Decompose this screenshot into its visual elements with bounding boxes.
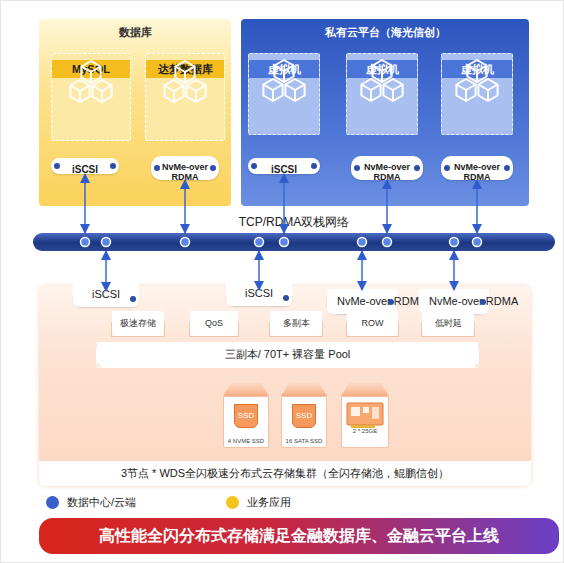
vm-box: 虚拟机: [248, 53, 320, 135]
node-text: 数据库: [39, 25, 231, 40]
port-pill: NvMe-over RDMA: [151, 156, 219, 180]
port-pill: iSCSI: [73, 291, 139, 307]
node-text: 私有云平台（海光信创）: [241, 25, 529, 40]
port-pill: iSCSI: [226, 290, 292, 306]
vm-box: 虚拟机: [346, 53, 418, 135]
feature-tag: 极速存储: [111, 322, 165, 337]
node-text: 高性能全闪分布式存储满足金融数据库、金融云平台上线: [99, 526, 499, 547]
legend-swatch: [226, 496, 239, 509]
node-text: 2 * 25GE: [342, 419, 388, 444]
node-text: iSCSI: [248, 164, 320, 175]
banner: 高性能全闪分布式存储满足金融数据库、金融云平台上线: [39, 518, 559, 554]
node-text: 多副本: [270, 311, 322, 336]
feature-tag: QoS: [189, 322, 239, 337]
node-text: NvMe-over RDMA: [351, 162, 423, 182]
pool-bar: 三副本/ 70T+ 裸容量 Pool: [96, 347, 479, 368]
node-text: 低时延: [422, 311, 474, 336]
legend-item: 数据中心/云端: [46, 495, 136, 510]
port-pill: iSCSI: [51, 158, 119, 174]
node-text: iSCSI: [51, 164, 119, 175]
node-text: 4 NVME SSD: [224, 438, 268, 444]
node-text: NvMe-over RDMA: [441, 162, 513, 182]
node-text: SSD: [234, 404, 258, 428]
connector-line: [361, 251, 363, 290]
node-text: 三副本/ 70T+ 裸容量 Pool: [97, 342, 478, 367]
feature-tag: 多副本: [269, 322, 323, 337]
network-bus: TCP/RDMA双栈网络: [33, 233, 555, 251]
group-panel: 数据库 MySQL 达梦数据库 iSCSI NvMe-over RDMA: [39, 19, 231, 206]
legend-item: 业务应用: [226, 495, 291, 510]
ssd-icon: SSD 4 NVME SSD: [223, 396, 269, 448]
port-pill: NvMe-over RDMA: [351, 156, 423, 180]
node-text: iSCSI: [73, 282, 139, 307]
node-text: ROW: [347, 311, 398, 336]
node-text: MySQL: [52, 60, 130, 78]
ssd-icon: SSD 16 SATA SSD: [281, 396, 327, 448]
node-text: 虚拟机: [347, 60, 417, 78]
node-text: iSCSI: [226, 281, 292, 306]
legend-text: 业务应用: [247, 495, 291, 510]
feature-tag: ROW: [346, 322, 399, 337]
feature-tag: 低时延: [421, 322, 475, 337]
app-box: 达梦数据库: [145, 53, 225, 141]
connector-line: [453, 251, 455, 290]
app-box: MySQL: [51, 53, 131, 141]
node-text: 3节点 * WDS全闪极速分布式云存储集群（全闪存储池，鲲鹏信创）: [39, 461, 531, 486]
node-text: 16 SATA SSD: [282, 438, 326, 444]
vm-box: 虚拟机: [441, 53, 513, 135]
node-text: 虚拟机: [442, 60, 512, 78]
node-text: 极速存储: [112, 311, 164, 336]
legend-swatch: [46, 496, 59, 509]
node-text: 虚拟机: [249, 60, 319, 78]
legend-text: 数据中心/云端: [67, 495, 136, 510]
node-text: 达梦数据库: [146, 60, 224, 78]
port-pill: iSCSI: [248, 158, 320, 174]
storage-cluster: 3节点 * WDS全闪极速分布式云存储集群（全闪存储池，鲲鹏信创） iSCSI iS…: [39, 286, 531, 486]
node-text: NvMe-over RDMA: [151, 162, 219, 182]
nic-icon: 2 * 25GE: [341, 396, 389, 448]
group-panel: 私有云平台（海光信创） 虚拟机 虚拟机 虚拟机 iSCSI NvMe-over RDMA N…: [241, 19, 529, 206]
node-text: TCP/RDMA双栈网络: [33, 214, 555, 231]
port-pill: NvMe-over RDMA: [441, 156, 513, 180]
node-text: SSD: [292, 404, 316, 428]
node-text: QoS: [190, 311, 238, 336]
